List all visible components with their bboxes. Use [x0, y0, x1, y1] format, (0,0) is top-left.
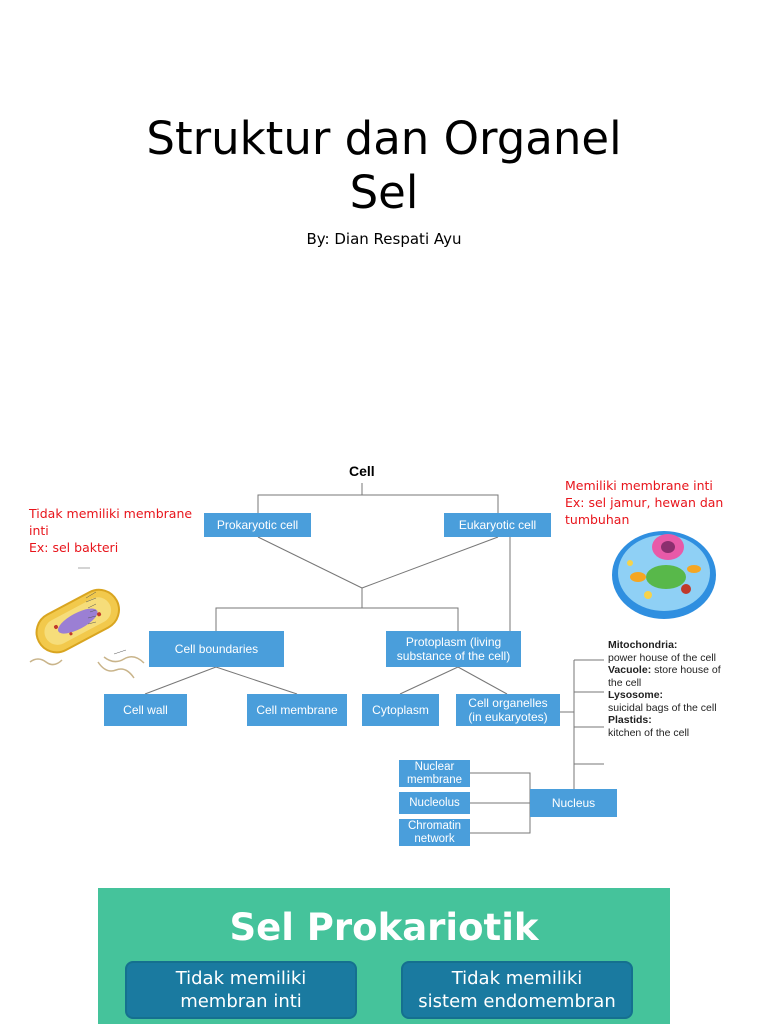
pill-line: Tidak memiliki — [175, 968, 307, 989]
slide-title: Struktur dan Organel Sel — [84, 112, 684, 220]
slide-title-line2: Sel — [349, 166, 419, 219]
bacteria-illustration — [29, 567, 145, 679]
prokaryote-banner: Sel Prokariotik Tidak memiliki membran i… — [98, 888, 670, 1024]
note-line: Tidak memiliki membrane — [29, 506, 193, 521]
legend-desc: kitchen of the cell — [608, 726, 690, 739]
node-nucleolus: Nucleolus — [399, 792, 470, 814]
pill-line: Tidak memiliki — [451, 968, 583, 989]
pill-line: membran inti — [180, 991, 302, 1012]
legend-item: Lysosome:suicidal bags of the cell — [608, 689, 728, 714]
node-nucleus: Nucleus — [530, 789, 617, 817]
node-cell-wall: Cell wall — [104, 694, 187, 726]
node-nuclear-membrane: Nuclear membrane — [399, 760, 470, 787]
node-cytoplasm: Cytoplasm — [362, 694, 439, 726]
node-cell-boundaries: Cell boundaries — [149, 631, 284, 667]
banner-title: Sel Prokariotik — [229, 906, 539, 949]
legend-term: Mitochondria: — [608, 639, 678, 651]
pill-no-endomembrane: Tidak memiliki sistem endomembran — [401, 961, 633, 1019]
pill-line: sistem endomembran — [418, 991, 616, 1012]
legend-term: Vacuole: — [608, 664, 652, 676]
node-prokaryotic-cell: Prokaryotic cell — [204, 513, 311, 537]
legend-desc: suicidal bags of the cell — [608, 701, 717, 714]
note-line: Memiliki membrane inti — [565, 478, 713, 493]
author-byline: By: Dian Respati Ayu — [306, 230, 462, 248]
node-protoplasm: Protoplasm (living substance of the cell… — [386, 631, 521, 667]
legend-item: Plastids:kitchen of the cell — [608, 714, 728, 739]
pill-no-nuclear-membrane: Tidak memiliki membran inti — [125, 961, 357, 1019]
note-line: Ex: sel jamur, hewan dan — [565, 495, 724, 510]
legend-desc: store house of the cell — [608, 664, 721, 689]
node-cell-organelles: Cell organelles (in eukaryotes) — [456, 694, 560, 726]
note-line: Ex: sel bakteri — [29, 540, 119, 555]
legend-term: Lysosome: — [608, 689, 664, 701]
legend-item: Mitochondria:power house of the cell — [608, 639, 728, 664]
node-chromatin-network: Chromatin network — [399, 819, 470, 846]
legend-term: Plastids: — [608, 714, 652, 726]
slide-title-line1: Struktur dan Organel — [146, 112, 622, 165]
note-line: tumbuhan — [565, 512, 630, 527]
organelle-legend: Mitochondria:power house of the cell Vac… — [608, 639, 728, 739]
animal-cell-illustration — [612, 531, 716, 619]
legend-item: Vacuole: store house of the cell — [608, 664, 728, 689]
eukaryote-note: Memiliki membrane inti Ex: sel jamur, he… — [565, 477, 723, 528]
diagram-root-label: Cell — [349, 463, 375, 479]
prokaryote-note: Tidak memiliki membrane inti Ex: sel bak… — [29, 505, 192, 556]
note-line: inti — [29, 523, 49, 538]
node-eukaryotic-cell: Eukaryotic cell — [444, 513, 551, 537]
node-cell-membrane: Cell membrane — [247, 694, 347, 726]
legend-desc: power house of the cell — [608, 651, 716, 664]
